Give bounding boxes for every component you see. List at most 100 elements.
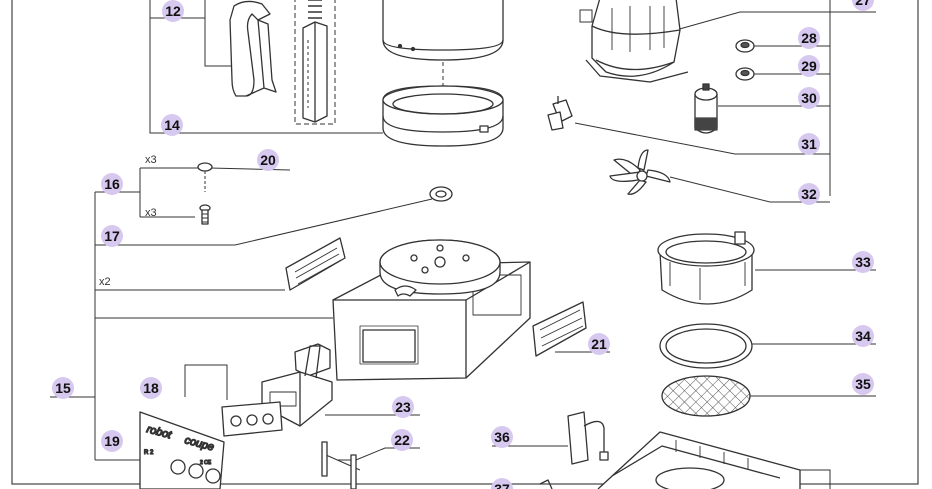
callout-16: 16 (101, 173, 123, 195)
cap-part (197, 162, 213, 192)
qty-label-1: x3 (145, 154, 157, 166)
panel-ref: 2 CE (200, 460, 212, 466)
callout-number: 37 (494, 481, 510, 489)
callout-number: 35 (855, 376, 871, 392)
callout-badge-circle (140, 377, 162, 399)
callout-number: 31 (801, 136, 817, 152)
capacitor-part (694, 83, 718, 134)
callout-badge-circle (852, 373, 874, 395)
callout-35: 35 (852, 373, 874, 395)
callout-number: 16 (104, 176, 120, 192)
callout-badge-circle (257, 149, 279, 171)
button-plate (221, 401, 283, 437)
micro-switch-part (567, 411, 609, 465)
callout-34: 34 (852, 325, 874, 347)
callout-badge-circle (101, 225, 123, 247)
qty-label-3: x2 (99, 276, 111, 288)
callout-badge-circle (491, 426, 513, 448)
callout-21: 21 (588, 333, 610, 355)
callout-19: 19 (101, 430, 123, 452)
callout-badge-circle (798, 183, 820, 205)
callout-number: 18 (143, 380, 159, 396)
callout-number: 32 (801, 186, 817, 202)
callout-badge-circle (52, 377, 74, 399)
callout-18: 18 (140, 377, 162, 399)
vent-grille-left (285, 237, 346, 291)
callout-number: 28 (801, 30, 817, 46)
control-panel (139, 411, 225, 489)
callout-badge-circle (391, 429, 413, 451)
fan-part (609, 149, 671, 195)
vent-grille-right (532, 301, 587, 357)
panel-model: R 2 (144, 450, 154, 456)
callout-number: 19 (104, 433, 120, 449)
bearing-part-2 (735, 67, 755, 81)
qty-label-2: x3 (145, 207, 157, 219)
callout-27: 27 (852, 0, 874, 11)
callout-badge-circle (852, 0, 874, 11)
callout-badge-circle (101, 173, 123, 195)
callout-badge-circle (798, 133, 820, 155)
callout-22: 22 (391, 429, 413, 451)
callout-number: 22 (394, 432, 410, 448)
ring-part (382, 85, 504, 147)
callout-28: 28 (798, 27, 820, 49)
bowl-cylinder (382, 0, 504, 61)
callout-number: 12 (165, 3, 181, 19)
callout-badge-circle (161, 114, 183, 136)
filter-disc (661, 375, 751, 417)
cup-part (657, 231, 755, 305)
base-plate (597, 431, 801, 489)
bearing-part-1 (735, 39, 755, 53)
callout-15: 15 (52, 377, 74, 399)
callout-badge-circle (798, 87, 820, 109)
callout-number: 15 (55, 380, 71, 396)
callout-badge-circle (852, 251, 874, 273)
quantity-labels: x3 x3 x2 (99, 154, 157, 288)
callout-20: 20 (257, 149, 279, 171)
callout-badge-circle (588, 333, 610, 355)
grommet-part (429, 186, 453, 202)
frame-border (11, 0, 919, 485)
callout-badges: 12 14 15 16 17 18 19 20 21 22 23 27 28 29 30 31 32 33 34 35… (52, 0, 874, 489)
callout-number: 20 (260, 152, 276, 168)
pin-parts (321, 441, 357, 489)
callout-30: 30 (798, 87, 820, 109)
sensor-part (547, 96, 573, 131)
gasket-ring (659, 323, 753, 369)
callout-number: 17 (104, 228, 120, 244)
callout-number: 30 (801, 90, 817, 106)
callout-number: 14 (164, 117, 180, 133)
callout-badge-circle (491, 478, 513, 489)
callout-33: 33 (852, 251, 874, 273)
callout-number: 27 (855, 0, 871, 8)
callout-23: 23 (392, 396, 414, 418)
callout-14: 14 (161, 114, 183, 136)
callout-badge-circle (162, 0, 184, 22)
callout-badge-circle (101, 430, 123, 452)
callout-number: 33 (855, 254, 871, 270)
callout-badge-circle (852, 325, 874, 347)
callout-17: 17 (101, 225, 123, 247)
callout-12: 12 (162, 0, 184, 22)
callout-number: 29 (801, 58, 817, 74)
parts: robot coupe R 2 2 CE (139, 0, 801, 489)
callout-37: 37 (491, 478, 513, 489)
motor-part (579, 0, 689, 83)
screw-part (199, 204, 211, 225)
callout-number: 34 (855, 328, 871, 344)
callout-number: 23 (395, 399, 411, 415)
callout-badge-circle (392, 396, 414, 418)
callout-29: 29 (798, 55, 820, 77)
callout-badge-circle (798, 55, 820, 77)
callout-number: 21 (591, 336, 607, 352)
callout-badge-circle (798, 27, 820, 49)
rod-assembly (294, 0, 336, 125)
clip-part (539, 479, 553, 489)
motor-base-housing (332, 239, 531, 381)
callout-36: 36 (491, 426, 513, 448)
callout-31: 31 (798, 133, 820, 155)
callout-32: 32 (798, 183, 820, 205)
handle-part (229, 0, 277, 97)
